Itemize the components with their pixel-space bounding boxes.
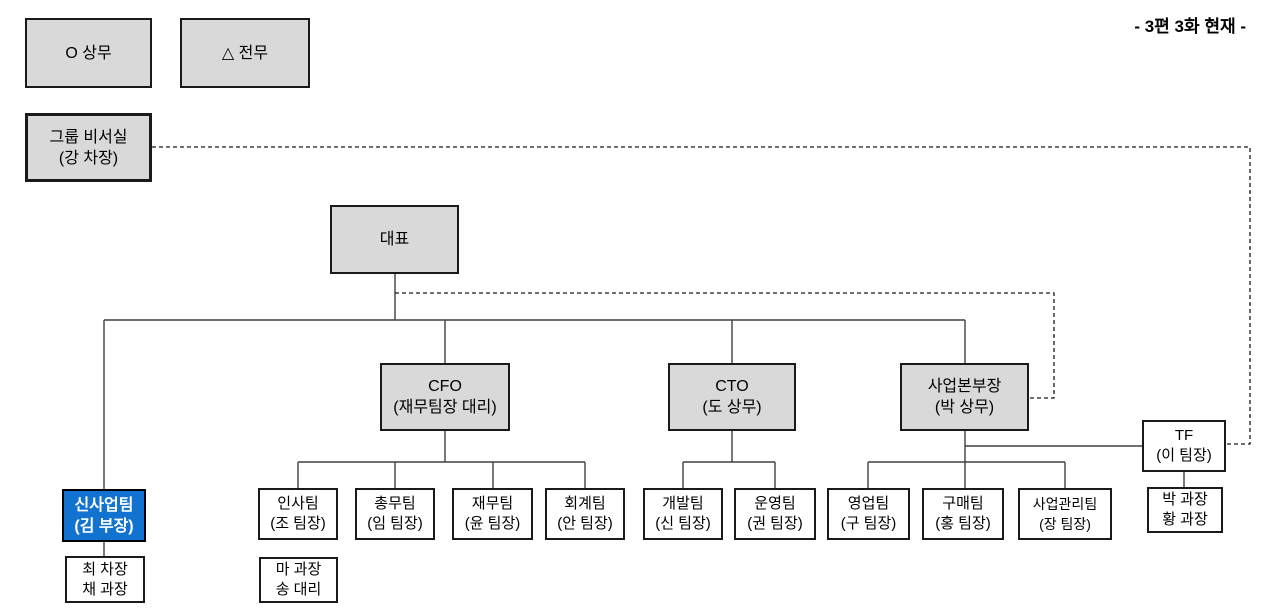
node-general-affairs-team: 총무팀 (임 팀장) xyxy=(355,488,435,540)
node-dev-team-person: (신 팀장) xyxy=(655,515,711,532)
node-new-business-team-person: (김 부장) xyxy=(74,517,134,535)
node-hr-team: 인사팀 (조 팀장) xyxy=(258,488,338,540)
node-hr-staff-2: 송 대리 xyxy=(275,581,322,598)
node-finance-team: 재무팀 (윤 팀장) xyxy=(452,488,533,540)
node-new-business-staff-1: 최 차장 xyxy=(82,560,128,578)
dashed-connectors xyxy=(152,146,1251,445)
node-tf-staff-1: 박 과장 xyxy=(1162,491,1208,508)
node-dev-team-title: 개발팀 xyxy=(662,495,704,512)
node-business-mgmt-team: 사업관리팀 (장 팀장) xyxy=(1018,488,1112,540)
node-cto-person: (도 상무) xyxy=(702,399,762,416)
node-tf-staff: 박 과장 황 과장 xyxy=(1147,487,1223,533)
node-purchasing-team-person: (홍 팀장) xyxy=(935,515,991,532)
node-business-head-title: 사업본부장 xyxy=(927,378,1002,395)
node-cfo-title: CFO xyxy=(428,378,462,395)
node-ceo: 대표 xyxy=(330,205,459,274)
legend-executive-director-label: △ 전무 xyxy=(221,44,269,62)
node-general-affairs-title: 총무팀 xyxy=(374,495,416,512)
node-purchasing-team: 구매팀 (홍 팀장) xyxy=(922,488,1004,540)
node-ops-team-title: 운영팀 xyxy=(754,495,796,512)
node-business-head: 사업본부장 (박 상무) xyxy=(900,363,1029,431)
node-sales-team: 영업팀 (구 팀장) xyxy=(827,488,910,540)
node-cfo-person: (재무팀장 대리) xyxy=(393,399,497,416)
legend-executive-director: △ 전무 xyxy=(180,18,310,88)
node-group-secretary: 그룹 비서실 (강 차장) xyxy=(25,113,152,182)
node-tf-staff-2: 황 과장 xyxy=(1162,511,1208,528)
node-business-mgmt-person: (장 팀장) xyxy=(1039,516,1091,532)
node-group-secretary-person: (강 차장) xyxy=(58,149,119,167)
node-hr-team-title: 인사팀 xyxy=(277,495,319,512)
node-tf: TF (이 팀장) xyxy=(1142,420,1226,472)
node-accounting-team: 회계팀 (안 팀장) xyxy=(545,488,625,540)
node-dev-team: 개발팀 (신 팀장) xyxy=(643,488,723,540)
node-business-mgmt-title: 사업관리팀 xyxy=(1032,496,1098,512)
node-hr-staff-1: 마 과장 xyxy=(275,561,322,578)
node-ceo-title: 대표 xyxy=(379,231,410,248)
node-finance-team-title: 재무팀 xyxy=(471,495,514,512)
node-sales-team-title: 영업팀 xyxy=(847,495,890,512)
node-ops-team: 운영팀 (권 팀장) xyxy=(734,488,816,540)
legend-managing-director: O 상무 xyxy=(25,18,152,88)
node-accounting-team-title: 회계팀 xyxy=(564,495,606,512)
node-cto-title: CTO xyxy=(715,378,749,395)
node-accounting-team-person: (안 팀장) xyxy=(557,515,613,532)
node-finance-team-person: (윤 팀장) xyxy=(464,515,521,532)
node-tf-person: (이 팀장) xyxy=(1156,447,1212,464)
node-purchasing-team-title: 구매팀 xyxy=(942,495,984,512)
node-general-affairs-person: (임 팀장) xyxy=(367,515,423,532)
node-sales-team-person: (구 팀장) xyxy=(840,515,897,532)
node-tf-title: TF xyxy=(1174,427,1194,444)
node-new-business-staff-2: 채 과장 xyxy=(82,580,128,598)
node-new-business-team-title: 신사업팀 xyxy=(74,496,134,514)
node-hr-team-person: (조 팀장) xyxy=(270,515,326,532)
legend-managing-director-label: O 상무 xyxy=(65,44,112,62)
node-hr-staff: 마 과장 송 대리 xyxy=(259,557,338,603)
node-cto: CTO (도 상무) xyxy=(668,363,796,431)
node-ops-team-person: (권 팀장) xyxy=(747,515,803,532)
node-new-business-staff: 최 차장 채 과장 xyxy=(65,556,145,603)
node-business-head-person: (박 상무) xyxy=(934,399,995,416)
episode-note: - 3편 3화 현재 - xyxy=(1134,17,1246,36)
node-cfo: CFO (재무팀장 대리) xyxy=(380,363,510,431)
node-group-secretary-title: 그룹 비서실 xyxy=(49,128,128,146)
node-new-business-team: 신사업팀 (김 부장) xyxy=(62,489,146,542)
solid-connectors xyxy=(103,274,1185,556)
